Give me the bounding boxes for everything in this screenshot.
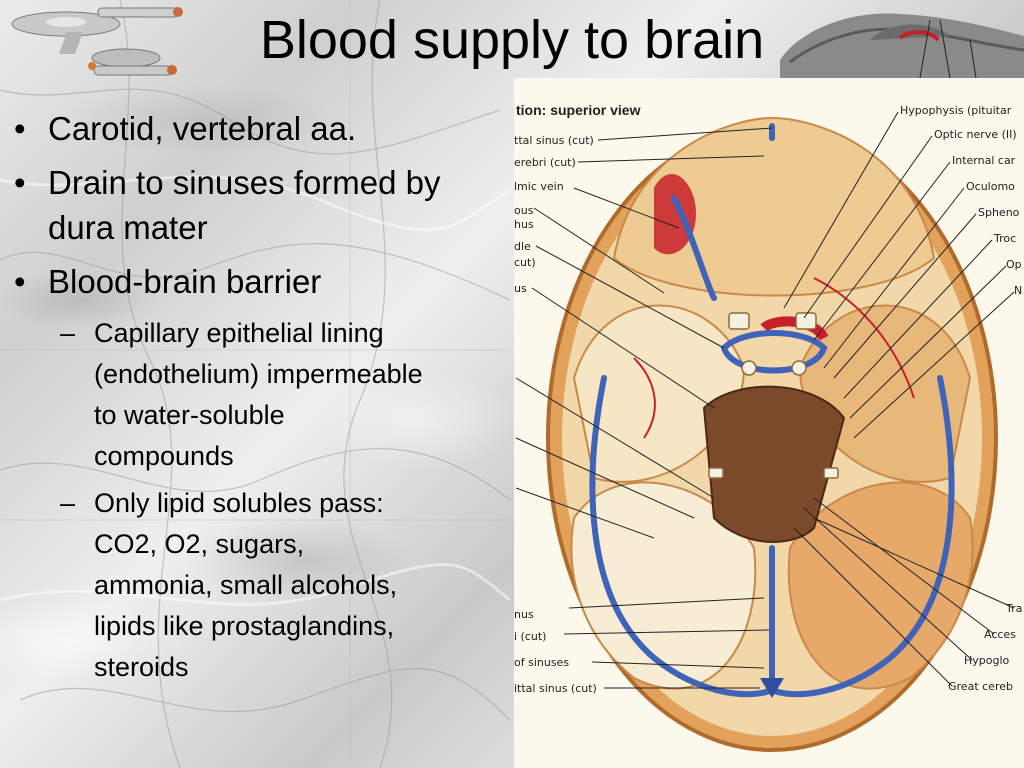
figure-label: Great cereb xyxy=(948,680,1013,693)
figure-label: Spheno xyxy=(978,206,1020,219)
figure-label: us xyxy=(514,282,527,295)
figure-label: erebri (cut) xyxy=(514,156,576,169)
figure-label: i (cut) xyxy=(514,630,547,643)
figure-label: dle xyxy=(514,240,531,253)
figure-label: Internal car xyxy=(952,154,1016,167)
starship-image xyxy=(11,7,183,76)
figure-label: Op xyxy=(1006,258,1022,271)
bullet-list: • Carotid, vertebral aa. • Drain to sinu… xyxy=(14,106,504,694)
bullet-item: • Drain to sinuses formed by dura mater xyxy=(14,160,504,250)
bullet-marker: • xyxy=(14,164,26,201)
figure-label: Hypoglo xyxy=(964,654,1010,667)
figure-label: lmic vein xyxy=(514,180,564,193)
bullet-marker: • xyxy=(14,263,26,300)
slide-title: Blood supply to brain xyxy=(259,10,765,70)
skull-image xyxy=(780,13,1024,78)
figure-label: hus xyxy=(514,218,534,231)
figure-caption: tion: superior view xyxy=(516,102,641,118)
figure-label: Acces xyxy=(984,628,1016,641)
figure-label: Troc xyxy=(994,232,1017,245)
bullet-item: • Carotid, vertebral aa. xyxy=(14,106,504,151)
figure-label: of sinuses xyxy=(514,656,570,669)
figure-label: Optic nerve (II) xyxy=(934,128,1017,141)
bullet-text: Carotid, vertebral aa. xyxy=(48,110,357,147)
figure-label: ous xyxy=(514,204,534,217)
sub-bullet-item: – Capillary epithelial lining (endotheli… xyxy=(14,313,424,477)
bullet-text: Blood-brain barrier xyxy=(48,263,322,300)
figure-label: Tra xyxy=(1006,602,1023,615)
figure-label: ttal sinus (cut) xyxy=(514,134,594,147)
sub-bullet-item: – Only lipid solubles pass: CO2, O2, sug… xyxy=(14,483,424,688)
sub-bullet-marker: – xyxy=(60,318,76,348)
skull-base-illustration xyxy=(515,111,1015,752)
sub-bullet-marker: – xyxy=(60,488,76,518)
bullet-text: Drain to sinuses formed by dura mater xyxy=(48,164,441,246)
figure-label: ittal sinus (cut) xyxy=(514,682,597,695)
figure-label: N xyxy=(1014,284,1023,297)
bullet-marker: • xyxy=(14,110,26,147)
sub-bullet-text: Only lipid solubles pass: CO2, O2, sugar… xyxy=(94,488,398,682)
figure-label: cut) xyxy=(514,256,536,269)
figure-label: Hypophysis (pituitar xyxy=(900,104,1012,117)
figure-label: nus xyxy=(514,608,534,621)
figure-label: Oculomo xyxy=(966,180,1015,193)
bullet-item: • Blood-brain barrier xyxy=(14,259,504,304)
brain-anatomy-figure: tion: superior view ttal sinus (cut) ere… xyxy=(514,78,1024,768)
sub-bullet-text: Capillary epithelial lining (endothelium… xyxy=(94,318,423,471)
